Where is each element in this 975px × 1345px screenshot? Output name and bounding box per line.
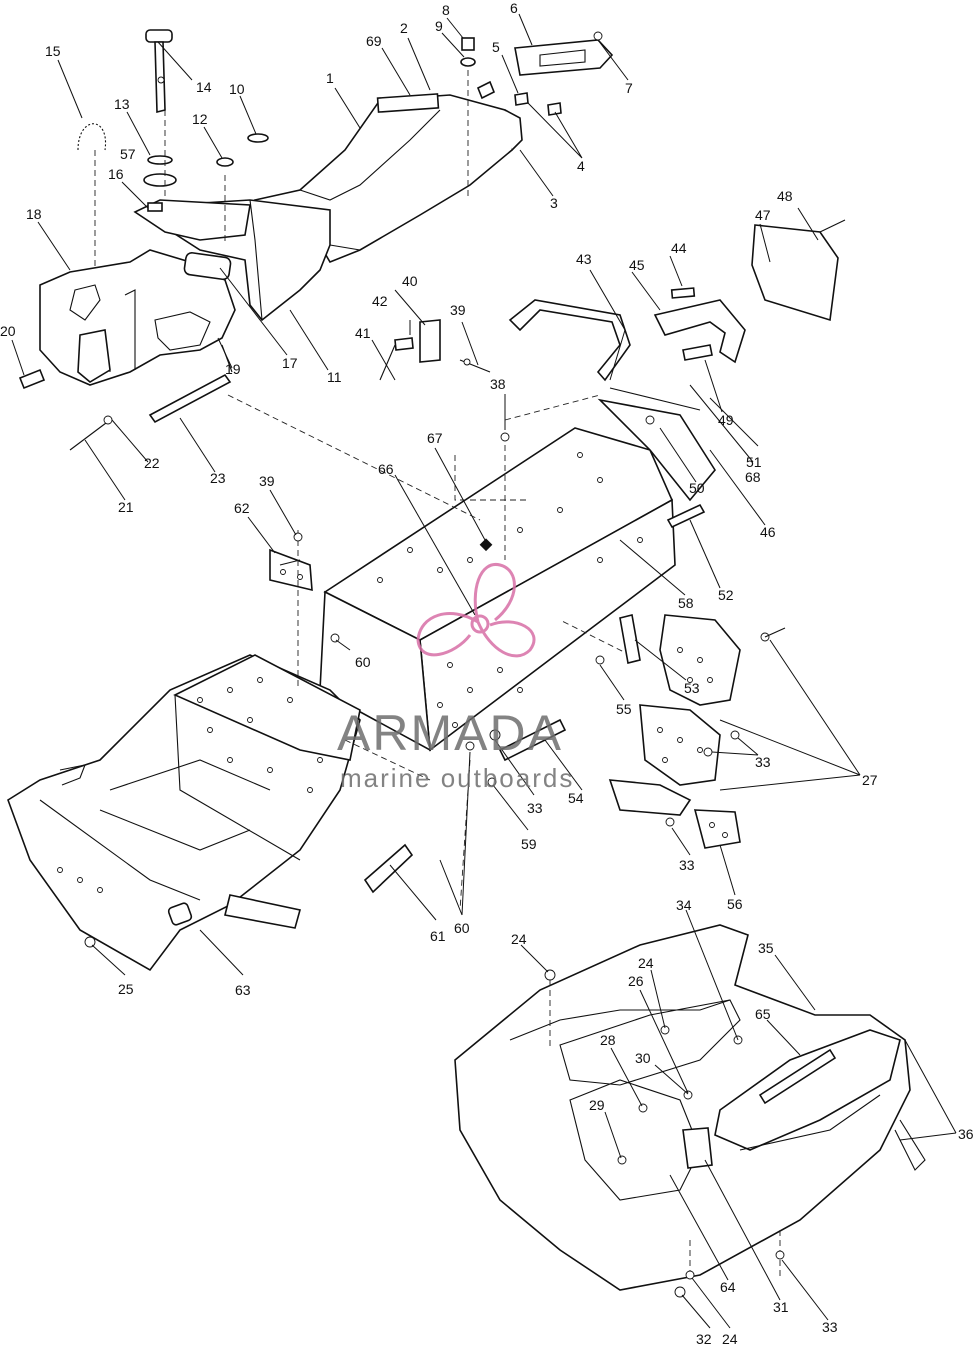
callout-35: 35 [758, 940, 774, 956]
callout-7: 7 [625, 80, 633, 96]
callout-39a: 39 [450, 302, 466, 318]
callout-49: 49 [718, 412, 734, 428]
callout-66: 66 [378, 461, 394, 477]
callout-33b: 33 [527, 800, 543, 816]
bracket-part [269, 548, 313, 592]
callout-41: 41 [355, 325, 371, 341]
callout-44: 44 [671, 240, 687, 256]
tunnel-frame-part [319, 387, 716, 752]
bellypan-part [7, 654, 361, 972]
callout-26: 26 [628, 973, 644, 989]
callout-62: 62 [234, 500, 250, 516]
callout-1: 1 [326, 70, 334, 86]
callout-42: 42 [372, 293, 388, 309]
callout-16: 16 [108, 166, 124, 182]
callout-2: 2 [400, 20, 408, 36]
callout-60b: 60 [454, 920, 470, 936]
rear-bumper-part [508, 224, 839, 382]
callout-20: 20 [0, 323, 16, 339]
callout-14: 14 [196, 79, 212, 95]
callout-15: 15 [45, 43, 61, 59]
callout-63: 63 [235, 982, 251, 998]
hood-part [454, 924, 926, 1291]
callout-12: 12 [192, 111, 208, 127]
callout-33d: 33 [822, 1319, 838, 1335]
callout-54: 54 [568, 790, 584, 806]
callout-32: 32 [696, 1331, 712, 1345]
callout-17: 17 [282, 355, 298, 371]
armada-watermark: ARMADA marine outboards [337, 563, 574, 793]
callout-64: 64 [720, 1279, 736, 1295]
callout-13: 13 [114, 96, 130, 112]
callout-33a: 33 [755, 754, 771, 770]
callout-24b: 24 [638, 955, 654, 971]
callout-55: 55 [616, 701, 632, 717]
leader-lines [11, 13, 957, 1329]
callout-34: 34 [676, 897, 692, 913]
watermark-brand: ARMADA [337, 705, 563, 761]
callout-51: 51 [746, 454, 762, 470]
callout-3: 3 [550, 195, 558, 211]
callout-46: 46 [760, 524, 776, 540]
callout-27: 27 [862, 772, 878, 788]
callout-31: 31 [773, 1299, 789, 1315]
callout-25: 25 [118, 981, 134, 997]
callout-45: 45 [629, 257, 645, 273]
callout-29: 29 [589, 1097, 605, 1113]
fuel-gauge-part [143, 29, 269, 187]
callout-69: 69 [366, 33, 382, 49]
callout-50: 50 [689, 480, 705, 496]
watermark-tagline: marine outboards [340, 763, 574, 793]
callout-22: 22 [144, 455, 160, 471]
callout-57: 57 [120, 146, 136, 162]
fuel-tank-part [39, 199, 251, 386]
callout-48: 48 [777, 188, 793, 204]
callout-8: 8 [442, 2, 450, 18]
callout-23: 23 [210, 470, 226, 486]
propeller-logo-icon [416, 563, 536, 658]
callout-4: 4 [577, 158, 585, 174]
callout-30: 30 [635, 1050, 651, 1066]
callout-28: 28 [600, 1032, 616, 1048]
callout-47: 47 [755, 207, 771, 223]
callout-33c: 33 [679, 857, 695, 873]
callout-67: 67 [427, 430, 443, 446]
callout-10: 10 [229, 81, 245, 97]
callout-9: 9 [435, 18, 443, 34]
callout-18: 18 [26, 206, 42, 222]
callout-56: 56 [727, 896, 743, 912]
suspension-bracket-part [363, 614, 741, 894]
callout-11: 11 [327, 369, 342, 385]
callout-19: 19 [225, 361, 241, 377]
callout-5: 5 [492, 39, 500, 55]
callout-38: 38 [490, 376, 506, 392]
callout-40: 40 [402, 273, 418, 289]
callout-58: 58 [678, 595, 694, 611]
callout-52: 52 [718, 587, 734, 603]
callout-24a: 24 [511, 931, 527, 947]
fuel-fitting-part [18, 344, 233, 451]
fuel-hose-part [77, 123, 107, 151]
fastener-hardware [84, 31, 846, 1298]
callout-61: 61 [430, 928, 446, 944]
callout-65: 65 [755, 1006, 771, 1022]
callout-59: 59 [521, 836, 537, 852]
callout-6: 6 [510, 0, 518, 16]
callout-36: 36 [958, 1126, 974, 1142]
callout-39b: 39 [259, 473, 275, 489]
callout-68: 68 [745, 469, 761, 485]
seat-part [169, 93, 523, 322]
callout-24c: 24 [722, 1331, 738, 1345]
callout-43: 43 [576, 251, 592, 267]
callout-60a: 60 [355, 654, 371, 670]
callout-53: 53 [684, 680, 700, 696]
callout-21: 21 [118, 499, 134, 515]
